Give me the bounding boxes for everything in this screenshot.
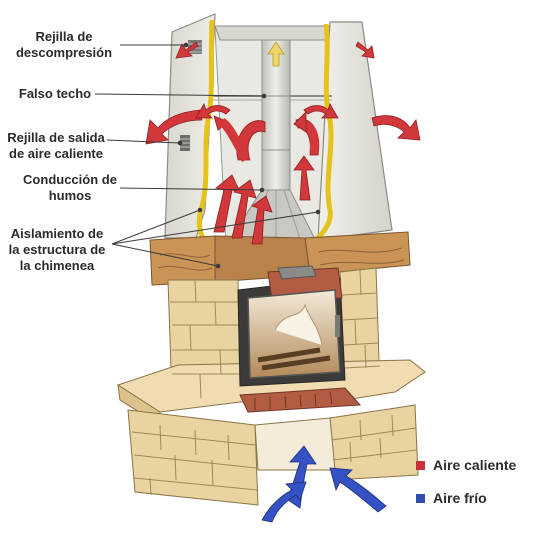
legend-cold-label: Aire frío [433, 490, 487, 506]
firebox [237, 265, 362, 413]
label-line: Rejilla de salida [7, 130, 105, 145]
legend-hot: Aire caliente [416, 457, 516, 473]
cold-air-arrow [261, 481, 307, 523]
hot-air-arrow [303, 103, 339, 119]
label-rejilla-salida: Rejilla de salida de aire caliente [0, 130, 112, 162]
label-falso-techo: Falso techo [18, 86, 92, 101]
label-aislamiento: Aislamiento de la estructura de la chime… [0, 226, 114, 274]
legend-hot-swatch [416, 460, 425, 470]
hot-air-arrow [293, 155, 315, 201]
label-conduccion-humos: Conducción de humos [18, 172, 122, 204]
hot-air-arrow [175, 41, 199, 59]
label-line: la chimenea [19, 258, 95, 273]
wooden-beam [149, 231, 411, 286]
hot-air-arrow [195, 103, 231, 119]
smoke-up-arrow [267, 41, 285, 67]
label-line: la estructura de [8, 242, 106, 257]
hood-right-panel [317, 21, 393, 241]
hot-air-arrow [231, 179, 257, 239]
cold-air-arrows [261, 445, 387, 523]
label-line: Aislamiento de [10, 226, 104, 241]
label-line: descompresión [15, 45, 113, 60]
hot-air-arrow [355, 41, 375, 59]
cold-air-arrow [329, 467, 387, 513]
hot-air-arrow [371, 115, 421, 141]
label-line: Rejilla de [35, 29, 93, 44]
hot-air-arrow [251, 195, 273, 245]
legend-cold: Aire frío [416, 490, 487, 506]
legend-cold-swatch [416, 493, 425, 503]
label-line: de aire caliente [9, 146, 103, 161]
stone-structure [116, 267, 426, 506]
legend-hot-label: Aire caliente [433, 457, 517, 473]
label-rejilla-descompresion: Rejilla de descompresión [8, 29, 120, 61]
label-line: Conducción de [23, 172, 117, 187]
label-line: humos [48, 188, 92, 203]
leader-lines [94, 42, 321, 269]
